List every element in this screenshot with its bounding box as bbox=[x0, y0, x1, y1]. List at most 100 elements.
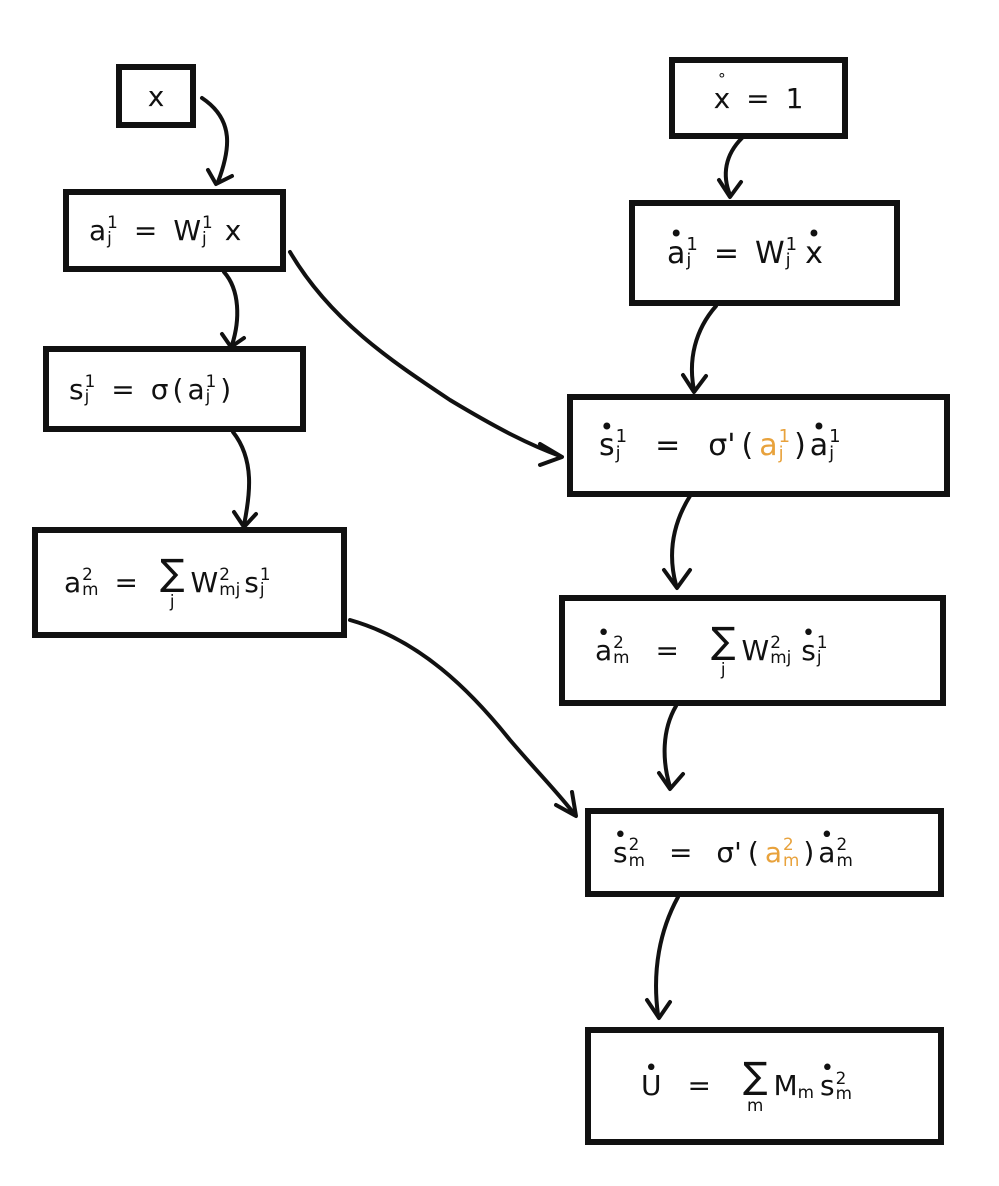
math-glyph: s bbox=[69, 372, 84, 406]
math-glyph: j bbox=[259, 579, 265, 600]
math-glyph: ( bbox=[172, 372, 184, 406]
sum-over-j: ∑j bbox=[160, 550, 185, 612]
math-glyph: 1 bbox=[202, 212, 213, 233]
math-glyph: = bbox=[111, 372, 135, 406]
math-glyph: 1 bbox=[816, 632, 828, 653]
edge-s1dot-to-a2dot bbox=[670, 494, 692, 587]
math-glyph: j bbox=[778, 442, 784, 464]
node-x: x bbox=[116, 64, 196, 128]
math-glyph: j bbox=[84, 386, 90, 406]
equation-xdot: °x = 1 bbox=[713, 71, 804, 115]
math-glyph: 1 bbox=[785, 233, 798, 255]
math-glyph: σ bbox=[150, 372, 169, 406]
math-glyph: ∑ bbox=[160, 550, 185, 594]
arrowhead-a1dot-to-s1dot bbox=[681, 373, 708, 394]
math-group: •U bbox=[641, 1057, 662, 1103]
node-x-label: x bbox=[147, 79, 165, 113]
math-glyph: 1 bbox=[686, 233, 698, 255]
math-glyph: m bbox=[82, 579, 99, 600]
math-glyph: j bbox=[686, 250, 692, 271]
arrowhead-xdot-to-a1dot bbox=[717, 178, 743, 199]
math-glyph: j bbox=[169, 591, 175, 612]
math-glyph: j bbox=[829, 442, 835, 464]
edge-s1-to-a2 bbox=[231, 430, 252, 527]
arrowhead-s1-to-a2 bbox=[232, 510, 258, 529]
math-glyph: • bbox=[820, 1055, 834, 1082]
math-glyph: W bbox=[741, 633, 770, 667]
math-glyph: U bbox=[641, 1069, 662, 1103]
math-glyph: j bbox=[816, 647, 822, 668]
math-glyph: = bbox=[713, 235, 739, 271]
math-group: •s bbox=[613, 823, 628, 869]
math-group: •a bbox=[818, 823, 835, 869]
math-glyph: 1 bbox=[778, 426, 791, 448]
math-group: •a bbox=[595, 621, 612, 667]
node-xdot: °x = 1 bbox=[669, 57, 848, 139]
math-glyph: ' bbox=[734, 836, 742, 869]
math-glyph: 2 bbox=[770, 632, 781, 653]
math-glyph: = bbox=[746, 81, 770, 115]
math-group: •x bbox=[805, 222, 823, 270]
math-group: •a bbox=[667, 222, 685, 270]
math-glyph: s bbox=[613, 836, 628, 869]
math-glyph: ' bbox=[727, 428, 736, 463]
math-glyph: 1 bbox=[84, 370, 96, 391]
math-group: °x bbox=[713, 71, 731, 115]
math-glyph: s bbox=[599, 428, 615, 463]
math-group: •s bbox=[801, 621, 816, 667]
math-glyph: • bbox=[820, 821, 834, 848]
edge-s2dot-to-udot bbox=[654, 895, 680, 1017]
math-glyph: m bbox=[835, 1082, 852, 1103]
math-group: •x bbox=[805, 222, 823, 270]
arrowhead-s2dot-to-udot bbox=[645, 998, 672, 1020]
math-glyph: W bbox=[173, 214, 202, 247]
math-glyph: m bbox=[797, 1082, 815, 1103]
math-group: •s bbox=[599, 415, 615, 463]
math-glyph: x bbox=[713, 81, 731, 115]
math-glyph: = bbox=[687, 1069, 711, 1103]
math-glyph: s bbox=[820, 1069, 835, 1103]
math-glyph: • bbox=[801, 619, 816, 646]
math-glyph: j bbox=[615, 442, 621, 464]
math-glyph: 1 bbox=[259, 564, 271, 585]
math-glyph: m bbox=[836, 849, 853, 870]
math-glyph: ( bbox=[747, 836, 759, 869]
math-glyph: s bbox=[244, 565, 259, 599]
math-glyph: 1 bbox=[205, 370, 217, 391]
math-glyph: 1 bbox=[615, 426, 628, 448]
math-glyph: = bbox=[114, 565, 138, 599]
math-group: mj bbox=[219, 579, 241, 600]
math-glyph: a bbox=[809, 428, 829, 463]
